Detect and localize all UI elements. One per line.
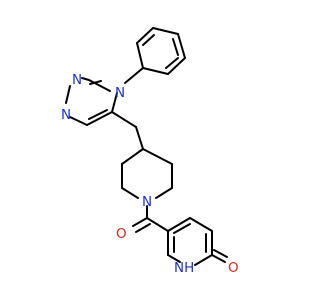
atom-label-n1: N [72,72,82,88]
methylene-bond-2 [135,126,144,150]
carbonyl-ring-bond [146,217,169,232]
phenyl-ring [136,27,186,75]
atom-label-pyridone-o: O [228,260,239,276]
carbonyl-double-bond-b [135,223,151,233]
atom-label-carbonyl-o: O [116,226,127,242]
structure-canvas: N N N N O NH O [61,27,239,276]
methylene-bond-1 [111,111,137,128]
atom-label-nh: NH [174,260,194,276]
pyridone-ring [167,217,213,266]
molecule-drawing: N N N N O NH O [61,27,239,276]
piperidine-ring [121,148,173,199]
carbonyl-double-bond-a [132,217,148,227]
pyridone-co-bond-a [211,254,226,263]
atom-label-n4: N [115,85,125,101]
triazole-ring [65,77,118,126]
atom-label-piperidine-n: N [142,194,152,210]
phenyl-triazole-bond [124,67,144,84]
atom-label-n2: N [61,107,71,123]
pyridone-co-bond-b [213,249,228,258]
